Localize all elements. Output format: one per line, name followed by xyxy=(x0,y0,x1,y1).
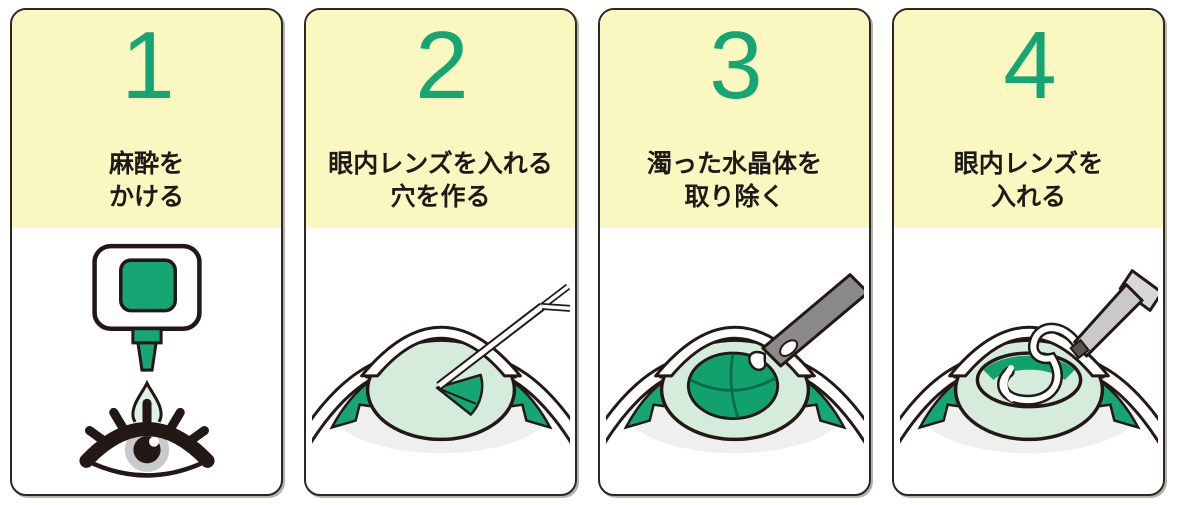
step-title: 眼内レンズを 入れる xyxy=(954,148,1104,214)
eye-cross-section-injector xyxy=(899,268,1158,453)
step-title: 眼内レンズを入れる 穴を作る xyxy=(328,148,553,214)
step-number: 1 xyxy=(121,12,174,119)
phaco-probe-icon xyxy=(747,272,864,371)
iol-lens xyxy=(996,322,1086,406)
capsule-flap xyxy=(435,373,483,416)
step-number: 2 xyxy=(415,12,468,119)
eye-cross-section-forceps xyxy=(311,283,570,453)
forceps-icon xyxy=(435,283,570,389)
eye-lower-lid xyxy=(90,461,203,478)
step-title-line2: かける xyxy=(108,183,184,211)
step-card-3: 3 濁った水晶体を 取り除く xyxy=(598,8,871,496)
eye-highlight xyxy=(148,436,159,447)
step-3-illustration-area xyxy=(600,228,869,494)
step-title-line1: 濁った水晶体を xyxy=(646,150,822,178)
step-card-4: 4 眼内レンズを 入れる xyxy=(892,8,1165,496)
step-title-line1: 眼内レンズを xyxy=(953,150,1104,178)
drop-bottle-label xyxy=(118,258,177,313)
step-title-line2: 入れる xyxy=(990,183,1066,211)
step-title-line1: 眼内レンズを入れる xyxy=(328,150,553,178)
step-title-line2: 穴を作る xyxy=(390,183,491,211)
step-title: 麻酔を かける xyxy=(109,148,184,214)
step-3-header: 3 濁った水晶体を 取り除く xyxy=(600,10,869,228)
step-1-header: 1 麻酔を かける xyxy=(12,10,281,228)
step-number: 3 xyxy=(709,12,762,119)
step-number: 4 xyxy=(1003,12,1056,119)
step-4-header: 4 眼内レンズを 入れる xyxy=(894,10,1163,228)
step-4-illustration-area xyxy=(894,228,1163,494)
drop-bottle-neck xyxy=(130,327,163,345)
eye-upper-lid xyxy=(78,422,215,468)
step-title-line1: 麻酔を xyxy=(108,150,184,178)
step-title-line2: 取り除く xyxy=(684,183,785,211)
eye-cross-section-phaco xyxy=(605,272,864,453)
eye-drops-icon xyxy=(78,243,215,480)
cornea-dome xyxy=(359,325,522,377)
step-1-illustration-area xyxy=(12,228,281,494)
drop-bottle-tip xyxy=(135,341,158,372)
step-2-illustration-area xyxy=(306,228,575,494)
step-card-1: 1 麻酔を かける xyxy=(10,8,283,496)
eye-lashes xyxy=(84,398,209,446)
step-card-2: 2 眼内レンズを入れる 穴を作る xyxy=(304,8,577,496)
step-2-header: 2 眼内レンズを入れる 穴を作る xyxy=(306,10,575,228)
iol-injector-icon xyxy=(1068,268,1158,359)
step-title: 濁った水晶体を 取り除く xyxy=(647,148,822,214)
